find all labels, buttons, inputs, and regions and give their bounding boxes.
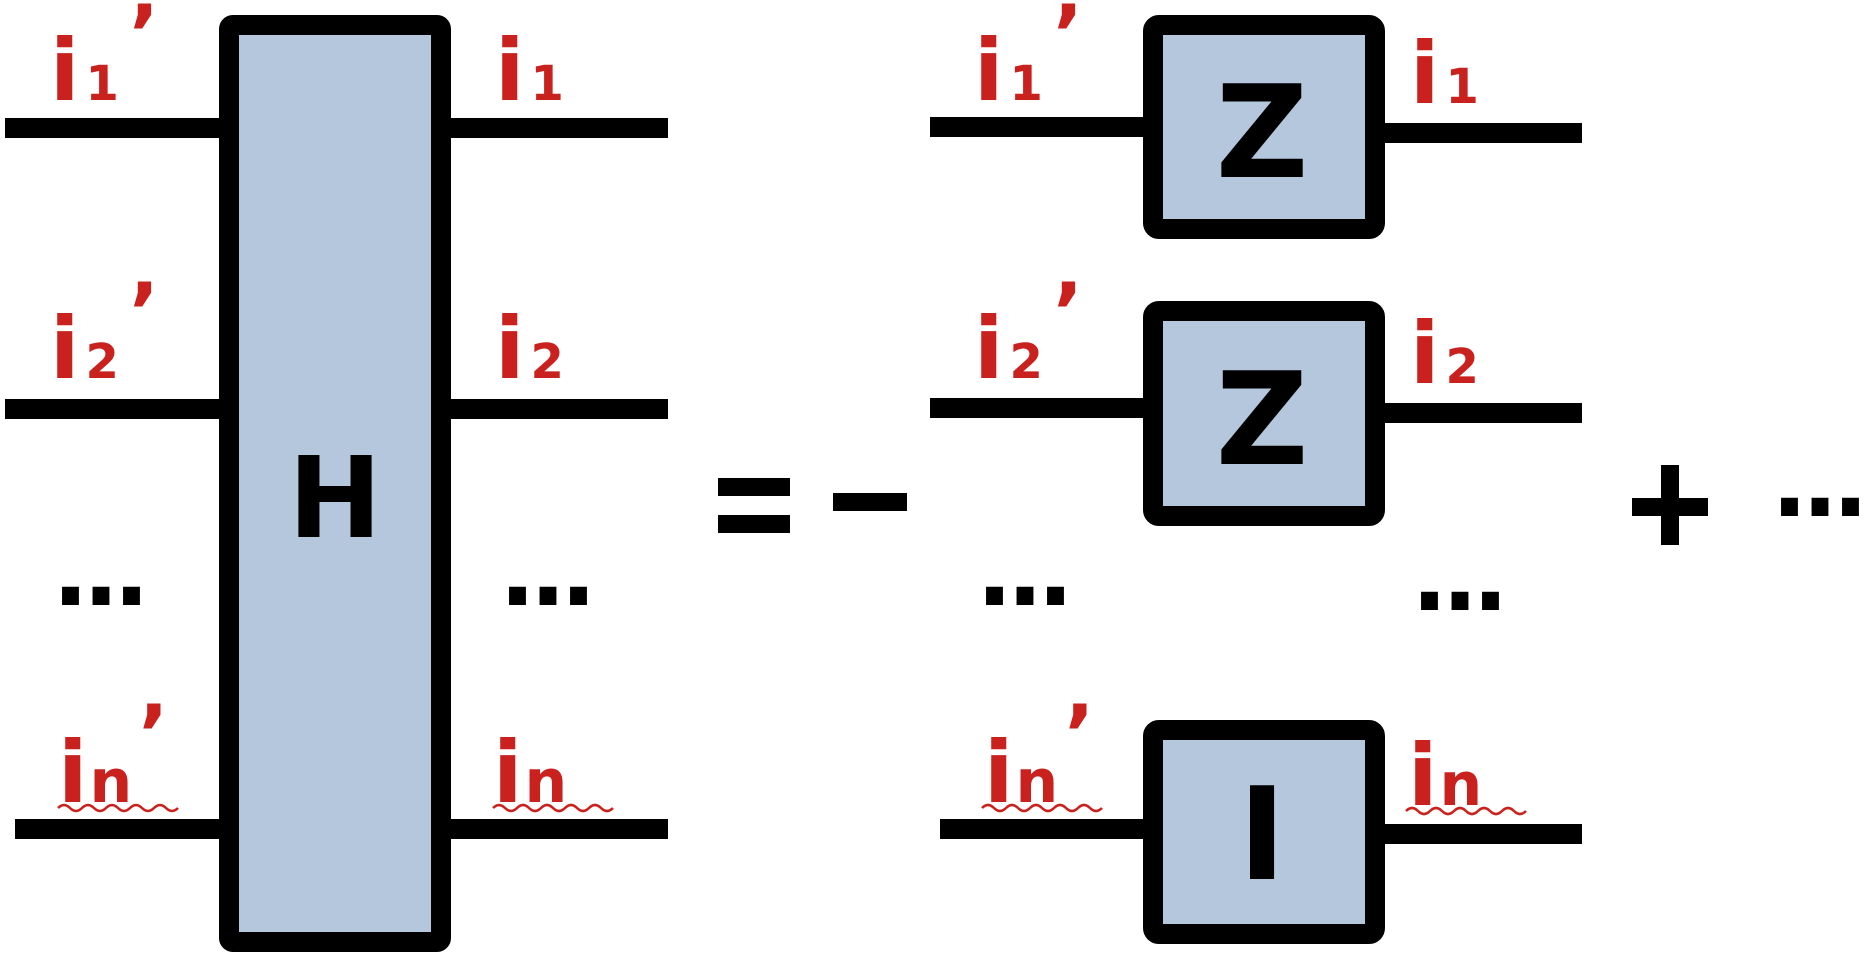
lhs-h-tensor: H	[5, 15, 668, 952]
h-tensor-box	[219, 15, 451, 952]
z-gate-1-box	[1143, 15, 1385, 239]
z-gate-1-label: Z	[1216, 59, 1309, 208]
rhs-input-label-n-underline	[981, 803, 1103, 813]
lhs-input-label-n: in’	[58, 688, 169, 823]
equals-sign	[718, 478, 790, 533]
rhs-output-ellipsis: ...	[1411, 521, 1502, 633]
rhs-input-ellipsis: ...	[976, 516, 1067, 628]
rhs-gate-row-1: Z	[930, 15, 1582, 239]
z-gate-2-box	[1143, 301, 1385, 526]
rhs-output-label-n-underline	[1405, 806, 1527, 816]
i-gate-label: I	[1238, 761, 1286, 910]
lhs-output-label-n-underline	[492, 803, 614, 813]
z-gate-2-label: Z	[1216, 346, 1309, 495]
lhs-input-label-n-underline	[57, 803, 179, 813]
lhs-input-ellipsis: ...	[52, 516, 143, 628]
rhs-gate-row-2: Z	[930, 301, 1582, 526]
minus-sign	[833, 493, 907, 511]
rhs-gate-row-n: I	[940, 720, 1582, 944]
i-gate-box	[1143, 720, 1385, 944]
rhs-output-label-n: in	[1408, 726, 1482, 826]
plus-sign	[1632, 465, 1708, 545]
lhs-output-ellipsis: ...	[499, 516, 590, 628]
trailing-ellipsis: ...	[1771, 427, 1862, 539]
rhs-input-label-n: in’	[984, 688, 1095, 823]
h-tensor-label: H	[288, 434, 382, 564]
